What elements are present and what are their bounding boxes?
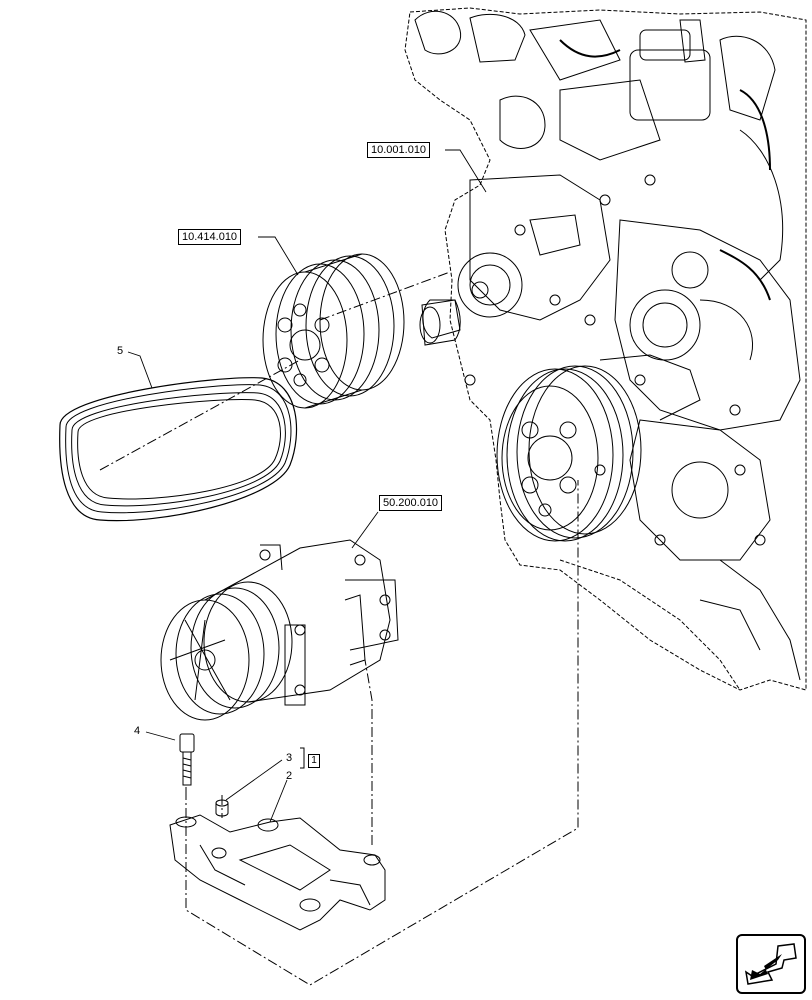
- item-number-bracket: 2: [286, 770, 293, 782]
- drive-belt: [59, 377, 298, 522]
- item-number-bolt: 4: [134, 725, 141, 737]
- pulley-reference-label[interactable]: 10.414.010: [178, 229, 242, 245]
- crankshaft-pulley: [496, 365, 642, 542]
- arrow-down-left-icon: [744, 943, 797, 985]
- alignment-lines: [99, 271, 579, 986]
- note-reference-box: 1: [308, 754, 320, 768]
- navigate-back-button[interactable]: [736, 934, 806, 994]
- item-number-belt: 5: [117, 345, 124, 357]
- item-number-spacer: 3: [286, 752, 293, 764]
- item-group-bracket: [300, 747, 305, 769]
- engine-reference-label[interactable]: 10.001.010: [367, 142, 431, 158]
- idler-pulley: [262, 253, 405, 409]
- engine-block: [404, 7, 807, 691]
- compressor-reference-label[interactable]: 50.200.010: [379, 495, 443, 511]
- ac-compressor: [160, 539, 399, 721]
- compressor-bracket: [169, 814, 386, 931]
- leader-lines: [127, 149, 487, 823]
- mounting-bolt: [179, 733, 195, 786]
